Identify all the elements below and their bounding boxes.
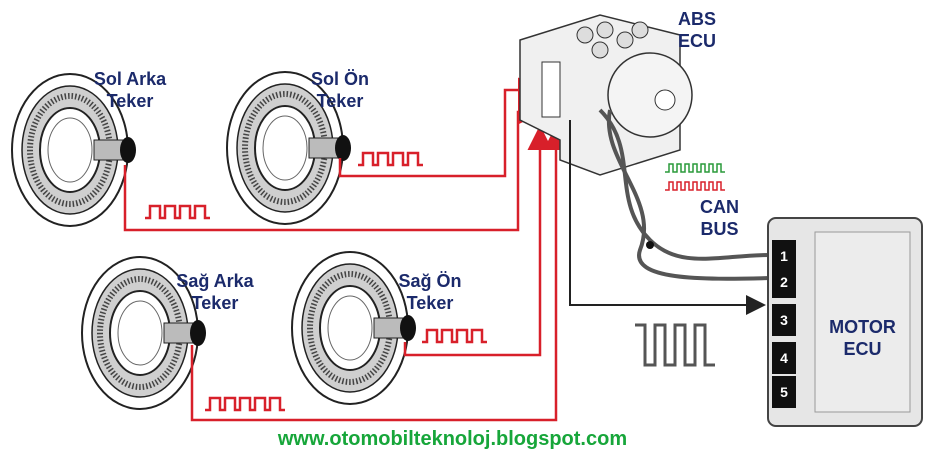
abs-label-line2: ECU (677, 31, 716, 51)
pin-4: 4 (772, 342, 796, 374)
abs-unit (519, 14, 693, 176)
abs-label-line1: ABS (677, 9, 716, 29)
label-front-right-wheel: Sağ Ön Teker (398, 271, 462, 313)
motor-label-line2: ECU (843, 339, 882, 359)
wheel-speed-output-wire (569, 120, 766, 315)
can-label-line2: BUS (700, 219, 739, 239)
pin-3: 3 (772, 304, 796, 336)
pin-2: 2 (772, 266, 796, 298)
website-url: www.otomobilteknoloj.blogspot.com (277, 428, 628, 450)
pin-5: 5 (772, 376, 796, 408)
motor-ecu-box (767, 217, 923, 427)
label-front-left-wheel: Sol Ön Teker (311, 69, 369, 111)
can-label-line1: CAN (700, 197, 739, 217)
output-signal (635, 323, 715, 367)
label-rear-left-wheel: Sol Arka Teker (93, 69, 167, 111)
can-signal (665, 163, 725, 191)
motor-label-line1: MOTOR (829, 317, 896, 337)
can-bus-wires (598, 108, 771, 281)
label-rear-right-wheel: Sağ Arka Teker (176, 271, 254, 313)
